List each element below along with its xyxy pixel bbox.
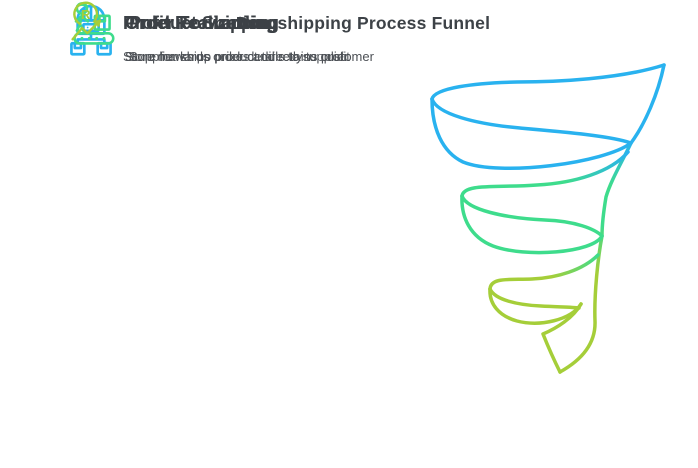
funnel-loop3-near-edge [488,287,581,310]
page-title: Dropshipping Process Funnel [235,13,491,33]
funnel-loop1-near-edge [430,97,633,145]
funnel-spout-edge [541,302,583,374]
step-description: Store marks up prices and retains profit [123,49,350,64]
step-title: Order Forwarding [125,13,278,33]
funnel-illustration [415,52,695,387]
funnel-loop2-top-edge [460,150,630,198]
step-profit-realization: R Profit Realization Store marks up pric… [70,0,460,64]
step-description: Supplier ships product directly to custo… [129,49,374,64]
funnel-loop1-top-edge [430,63,666,101]
funnel-loop2-bottom-edge [460,194,604,255]
funnel-loop1-bottom-edge [430,97,633,171]
profit-growth-icon: R [70,0,110,42]
funnel-loop2-near-edge [460,194,604,238]
funnel-loop3-top-edge [488,253,600,291]
icon-letter: R [81,7,91,22]
funnel-right-silhouette [558,63,666,374]
funnel-loop3-bottom-edge [488,287,583,325]
step-description: Store forwards order details to supplier [125,49,349,64]
step-product-shipping: Product Shipping Supplier ships product … [70,0,460,64]
step-title: Product Shipping [129,13,279,33]
step-title: Profit Realization [123,13,271,33]
